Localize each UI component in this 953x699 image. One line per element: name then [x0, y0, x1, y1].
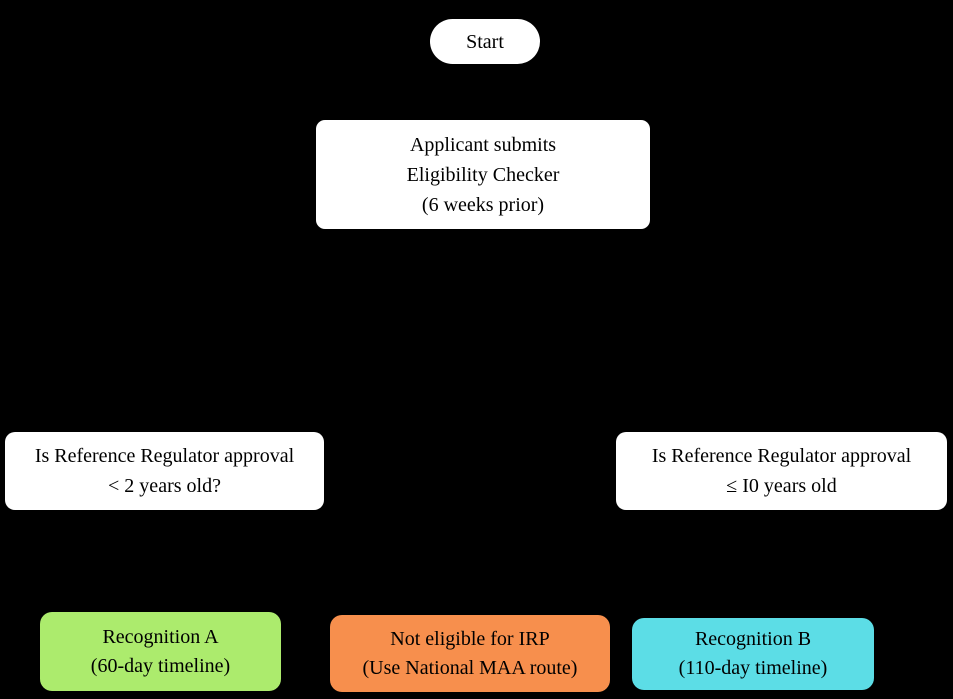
- node-outcome-recognition-b: Recognition B (110-day timeline): [632, 618, 874, 690]
- node-not-eligible-line-2: (Use National MAA route): [362, 656, 578, 679]
- node-applicant-line-3: (6 weeks prior): [421, 193, 545, 216]
- node-applicant-line-2: Eligibility Checker: [406, 163, 560, 186]
- node-outcome-recognition-a: Recognition A (60-day timeline): [40, 612, 281, 691]
- node-recognition-a-line-1: Recognition A: [102, 625, 219, 648]
- node-not-eligible-line-1: Not eligible for IRP: [390, 627, 550, 650]
- node-applicant-line-1: Applicant submits: [409, 133, 557, 156]
- node-decision-left-line-2: < 2 years old?: [108, 475, 221, 497]
- node-start: Start: [430, 19, 540, 64]
- node-recognition-a-line-2: (60-day timeline): [90, 654, 231, 677]
- node-recognition-b-line-1: Recognition B: [694, 628, 812, 650]
- node-recognition-b-line-2: (110-day timeline): [678, 657, 828, 679]
- node-decision-right-line-1: Is Reference Regulator approval: [651, 445, 912, 467]
- node-decision-approval-2-years: Is Reference Regulator approval < 2 year…: [5, 432, 324, 510]
- node-start-label: Start: [466, 30, 504, 53]
- node-decision-left-line-1: Is Reference Regulator approval: [34, 445, 295, 467]
- node-decision-approval-10-years: Is Reference Regulator approval ≤ I0 yea…: [616, 432, 947, 510]
- node-decision-right-line-2: ≤ I0 years old: [726, 475, 837, 497]
- node-applicant-submits: Applicant submits Eligibility Checker (6…: [316, 120, 650, 229]
- node-outcome-not-eligible: Not eligible for IRP (Use National MAA r…: [330, 615, 610, 692]
